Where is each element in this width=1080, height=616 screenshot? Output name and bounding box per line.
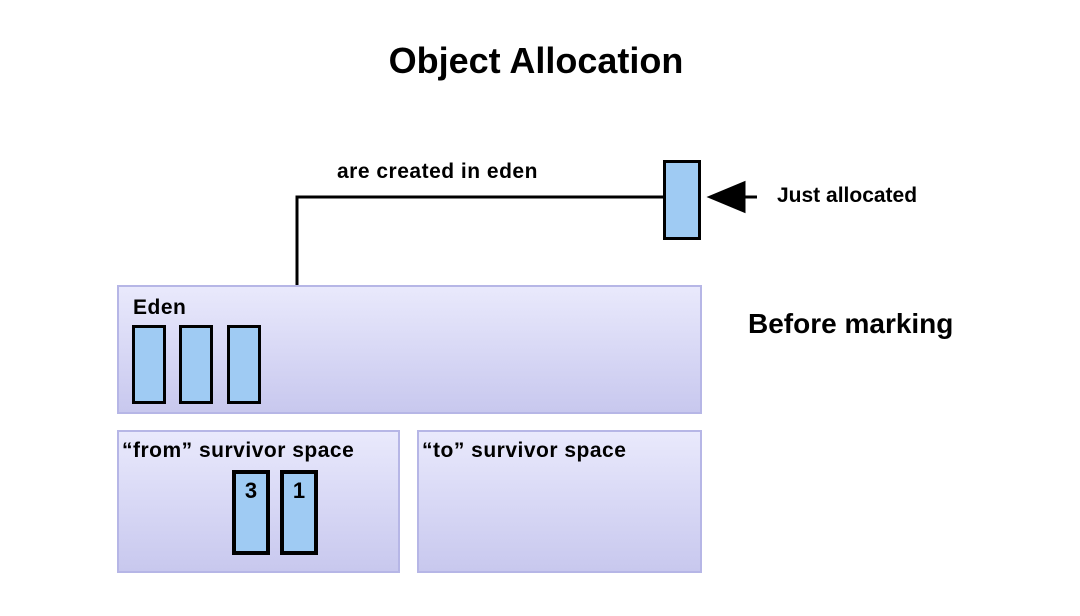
survivor-object-age-3: 3 <box>232 470 270 555</box>
before-marking-label: Before marking <box>748 308 954 339</box>
eden-object <box>179 325 213 404</box>
from-survivor-label: “from” survivor space <box>122 439 355 462</box>
from-survivor-region: “from” survivor space 3 1 <box>117 430 400 573</box>
survivor-object-age-1: 1 <box>280 470 318 555</box>
slide-title: Object Allocation <box>388 40 684 81</box>
just-allocated-object <box>663 160 701 240</box>
to-survivor-region: “to” survivor space <box>417 430 702 573</box>
eden-region: Eden <box>117 285 702 414</box>
eden-object <box>132 325 166 404</box>
just-allocated-label: Just allocated <box>777 184 918 207</box>
to-survivor-label: “to” survivor space <box>422 439 627 462</box>
eden-region-label: Eden <box>133 296 187 319</box>
eden-object <box>227 325 261 404</box>
created-in-eden-label: are created in eden <box>337 160 538 183</box>
